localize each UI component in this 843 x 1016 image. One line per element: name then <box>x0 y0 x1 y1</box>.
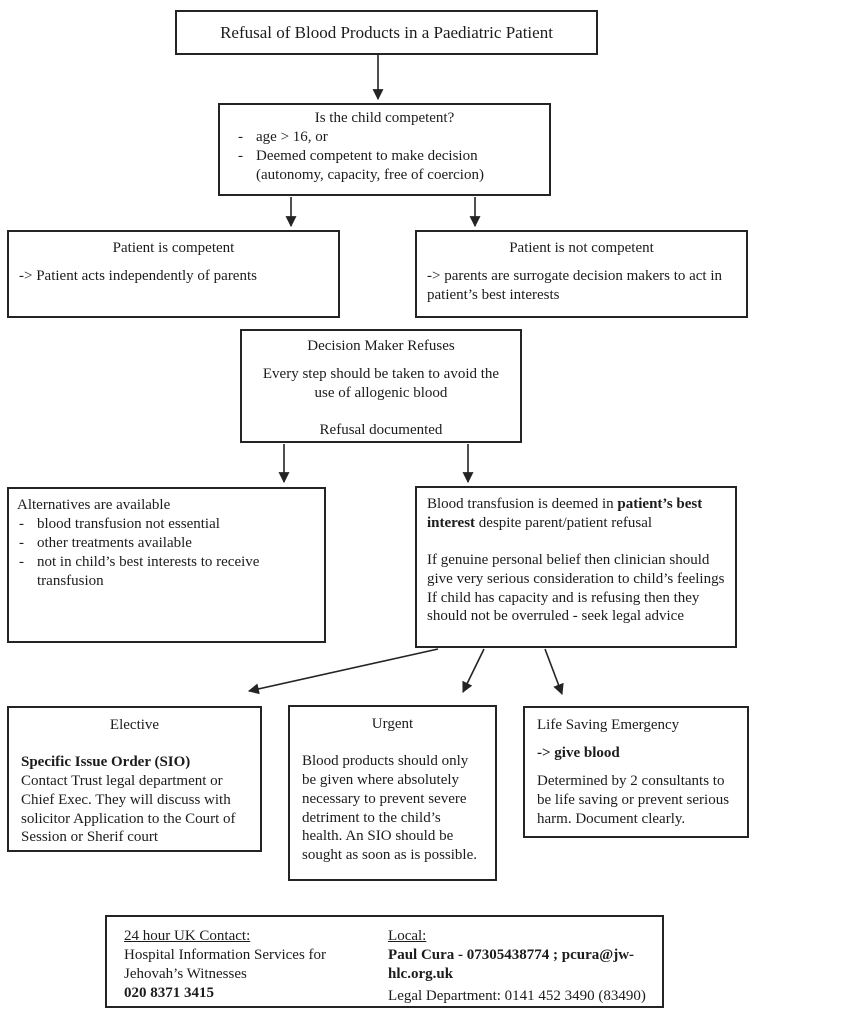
transfusion-best-interest-box: Blood transfusion is deemed in patient’s… <box>415 486 737 648</box>
not-competent-body: -> parents are surrogate decision makers… <box>427 267 723 303</box>
urgent-heading: Urgent <box>371 716 414 732</box>
transfusion-para2-line2: If child has capacity and is refusing th… <box>427 589 700 625</box>
urgent-box: Urgent Blood products should only be giv… <box>288 705 497 881</box>
transfusion-para1: Blood transfusion is deemed in patient’s… <box>427 496 703 531</box>
question-bullet: - Deemed competent to make decision (aut… <box>238 147 484 183</box>
not-competent-heading: Patient is not competent <box>509 240 654 256</box>
local-contact-heading: Local: <box>388 928 427 944</box>
question-heading: Is the child competent? <box>314 110 455 126</box>
bullet-dash: - <box>238 128 243 145</box>
alternatives-bullet: - not in child’s best interests to recei… <box>19 553 260 589</box>
decision-maker-refuses-box: Decision Maker Refuses Every step should… <box>240 329 522 443</box>
elective-heading: Elective <box>109 717 160 733</box>
alternatives-available-box: Alternatives are available - blood trans… <box>7 487 326 643</box>
elective-box: Elective Specific Issue Order (SIO) Cont… <box>7 706 262 852</box>
arrow-transfusion-to-urgent <box>462 648 485 693</box>
elective-sio-line: Specific Issue Order (SIO) <box>21 753 191 770</box>
competent-heading: Patient is competent <box>112 240 235 256</box>
uk-contact-phone: 020 8371 3415 <box>124 984 214 1001</box>
uk-contact-column: 24 hour UK Contact: Hospital Information… <box>124 927 388 1006</box>
alternatives-bullet: - other treatments available <box>19 534 192 551</box>
contact-box: 24 hour UK Contact: Hospital Information… <box>105 915 664 1008</box>
urgent-body: Blood products should only be given wher… <box>302 752 478 864</box>
competent-body: -> Patient acts independently of parents <box>19 267 257 284</box>
emergency-body: Determined by 2 consultants to be life s… <box>537 772 730 827</box>
bullet-dash: - <box>238 147 243 164</box>
local-legal-department: Legal Department: 0141 452 3490 (83490) <box>388 987 646 1004</box>
best-interest-bold: patient’s best interest <box>427 496 703 531</box>
local-contact-person: Paul Cura - 07305438774 ; pcura@jw-hlc.o… <box>388 946 635 982</box>
transfusion-para2-line1: If genuine personal belief then clinicia… <box>427 551 725 587</box>
child-competent-question-box: Is the child competent? - age > 16, or -… <box>218 103 551 196</box>
bullet-dash: - <box>19 553 24 570</box>
decision-line1: Every step should be taken to avoid the … <box>262 365 500 401</box>
emergency-give-blood-line: -> give blood <box>537 744 620 761</box>
title-box: Refusal of Blood Products in a Paediatri… <box>175 10 598 55</box>
emergency-heading: Life Saving Emergency <box>537 717 680 733</box>
bullet-dash: - <box>19 515 24 532</box>
alternatives-bullet: - blood transfusion not essential <box>19 515 220 532</box>
page-title: Refusal of Blood Products in a Paediatri… <box>220 22 553 42</box>
decision-line2: Refusal documented <box>319 421 443 438</box>
patient-not-competent-box: Patient is not competent -> parents are … <box>415 230 748 318</box>
decision-heading: Decision Maker Refuses <box>307 338 455 354</box>
alternatives-heading: Alternatives are available <box>17 497 171 513</box>
bullet-dash: - <box>19 534 24 551</box>
arrow-transfusion-to-elective <box>247 648 439 695</box>
uk-contact-heading: 24 hour UK Contact: <box>124 928 251 944</box>
patient-competent-box: Patient is competent -> Patient acts ind… <box>7 230 340 318</box>
life-saving-emergency-box: Life Saving Emergency -> give blood Dete… <box>523 706 749 838</box>
arrow-transfusion-to-emergency <box>544 648 564 696</box>
elective-body: Contact Trust legal department or Chief … <box>21 772 236 846</box>
local-contact-column: Local: Paul Cura - 07305438774 ; pcura@j… <box>388 927 662 1006</box>
question-bullet: - age > 16, or <box>238 128 328 145</box>
uk-contact-org: Hospital Information Services for Jehova… <box>124 946 327 982</box>
